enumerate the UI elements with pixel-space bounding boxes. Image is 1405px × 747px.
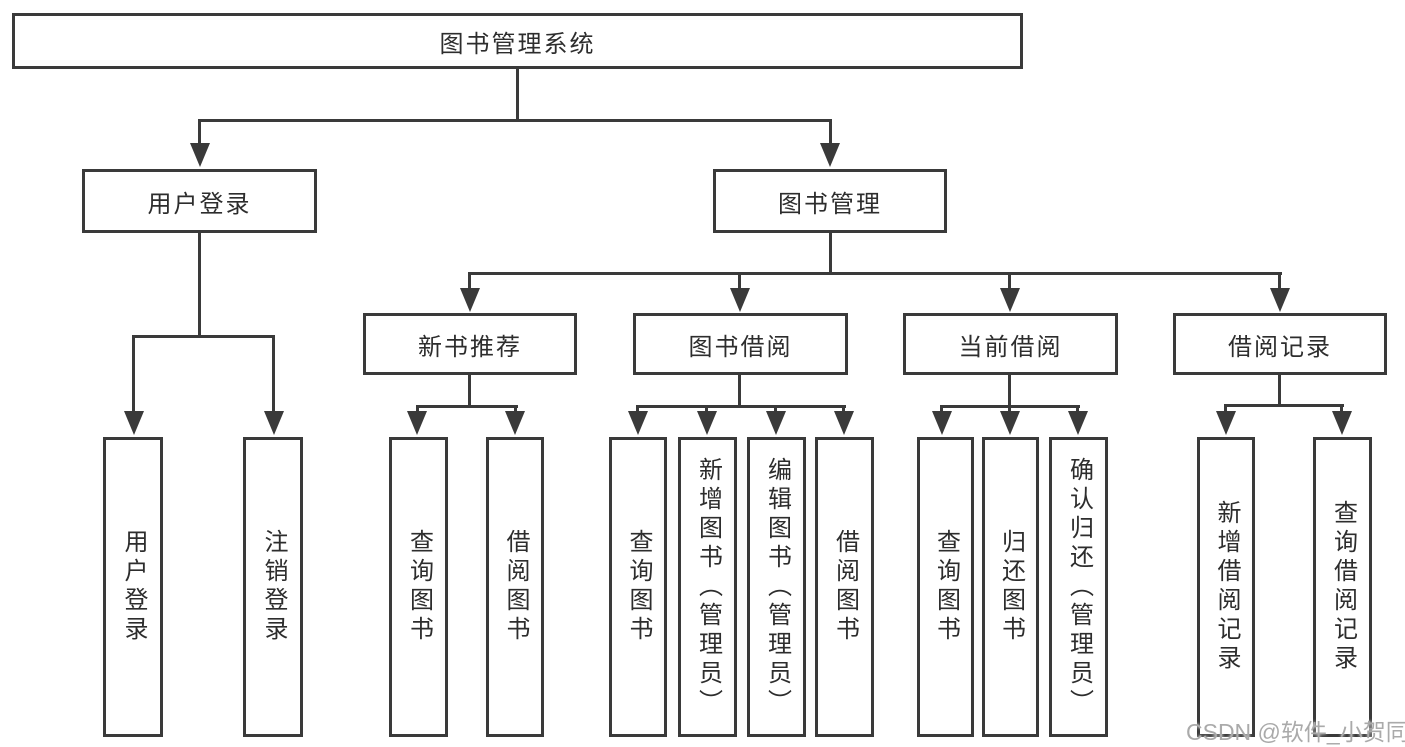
node-library-system-label: 图书管理系统 — [439, 30, 596, 58]
connector-line — [636, 405, 846, 408]
arrowhead-icon — [730, 288, 750, 312]
connector-line — [1008, 272, 1011, 290]
connector-line — [738, 375, 741, 408]
node-library-system: 图书管理系统 — [12, 13, 1023, 69]
connector-line — [1340, 404, 1343, 413]
connector-line — [198, 119, 832, 122]
connector-line — [516, 69, 519, 121]
leaf-borrow-books-label: 借阅图书 — [831, 529, 859, 645]
leaf-user-login-label: 用户登录 — [120, 529, 147, 645]
leaf-add-borrow-record-label: 新增借阅记录 — [1213, 500, 1240, 674]
connector-line — [636, 405, 639, 413]
connector-line — [842, 405, 845, 413]
leaf-edit-books-admin: 编辑图书（管理员） — [747, 437, 806, 737]
arrowhead-icon — [264, 411, 284, 435]
node-borrowing-records-label: 借阅记录 — [1228, 333, 1332, 361]
arrowhead-icon — [1068, 411, 1088, 435]
arrowhead-icon — [1000, 411, 1020, 435]
leaf-confirm-return-admin-label: 确认归还（管理员） — [1065, 456, 1093, 718]
node-new-book-recommendation: 新书推荐 — [363, 313, 577, 375]
arrowhead-icon — [1216, 411, 1236, 435]
leaf-confirm-return-admin: 确认归还（管理员） — [1049, 437, 1108, 737]
watermark: CSDN @软件_小贺同学 — [1186, 719, 1405, 745]
node-book-borrowing: 图书借阅 — [633, 313, 848, 375]
connector-line — [514, 405, 517, 413]
leaf-borrow-books: 借阅图书 — [815, 437, 874, 737]
arrowhead-icon — [1270, 288, 1290, 312]
leaf-query-borrow-record: 查询借阅记录 — [1313, 437, 1372, 737]
leaf-query-books-recommend-label: 查询图书 — [405, 529, 433, 645]
connector-line — [738, 272, 741, 290]
arrowhead-icon — [190, 143, 210, 167]
node-current-borrowing: 当前借阅 — [903, 313, 1118, 375]
node-new-book-recommendation-label: 新书推荐 — [418, 333, 522, 361]
arrowhead-icon — [628, 411, 648, 435]
connector-line — [198, 233, 201, 337]
node-user-login: 用户登录 — [82, 169, 317, 233]
arrowhead-icon — [460, 288, 480, 312]
node-borrowing-records: 借阅记录 — [1173, 313, 1387, 375]
connector-line — [774, 405, 777, 413]
connector-line — [1008, 405, 1011, 413]
connector-line — [198, 119, 201, 145]
node-book-management-label: 图书管理 — [778, 190, 882, 218]
leaf-user-login: 用户登录 — [103, 437, 163, 737]
leaf-add-books-admin-label: 新增图书（管理员） — [694, 456, 722, 718]
leaf-query-books-borrow: 查询图书 — [609, 437, 667, 737]
leaf-query-books-recommend: 查询图书 — [389, 437, 448, 737]
node-current-borrowing-label: 当前借阅 — [958, 333, 1063, 361]
arrowhead-icon — [124, 411, 144, 435]
connector-line — [416, 405, 419, 413]
leaf-borrow-books-recommend-label: 借阅图书 — [502, 529, 529, 645]
node-book-management: 图书管理 — [713, 169, 947, 233]
connector-line — [416, 405, 518, 408]
connector-line — [829, 119, 832, 145]
arrowhead-icon — [834, 411, 854, 435]
node-user-login-label: 用户登录 — [147, 190, 252, 218]
connector-line — [132, 335, 274, 338]
connector-line — [468, 272, 471, 290]
leaf-logout-label: 注销登录 — [260, 529, 287, 645]
arrowhead-icon — [820, 143, 840, 167]
leaf-return-books-label: 归还图书 — [997, 529, 1025, 645]
leaf-edit-books-admin-label: 编辑图书（管理员） — [763, 456, 791, 718]
connector-line — [468, 272, 1282, 275]
connector-line — [1278, 272, 1281, 290]
arrowhead-icon — [697, 411, 717, 435]
leaf-add-books-admin: 新增图书（管理员） — [678, 437, 737, 737]
connector-line — [1278, 375, 1281, 407]
leaf-return-books: 归还图书 — [982, 437, 1039, 737]
arrowhead-icon — [766, 411, 786, 435]
connector-line — [1008, 375, 1011, 408]
connector-line — [468, 375, 471, 408]
arrowhead-icon — [932, 411, 952, 435]
leaf-borrow-books-recommend: 借阅图书 — [486, 437, 544, 737]
connector-line — [705, 405, 708, 413]
connector-line — [1224, 404, 1344, 407]
leaf-query-books-current-label: 查询图书 — [932, 529, 960, 645]
connector-line — [1076, 405, 1079, 413]
connector-line — [1224, 404, 1227, 413]
node-book-borrowing-label: 图书借阅 — [688, 333, 793, 361]
leaf-logout: 注销登录 — [243, 437, 303, 737]
arrowhead-icon — [1000, 288, 1020, 312]
connector-line — [829, 233, 832, 274]
leaf-query-books-current: 查询图书 — [917, 437, 974, 737]
leaf-query-books-borrow-label: 查询图书 — [625, 529, 652, 645]
arrowhead-icon — [505, 411, 525, 435]
leaf-add-borrow-record: 新增借阅记录 — [1197, 437, 1255, 737]
connector-line — [940, 405, 943, 413]
connector-line — [132, 335, 135, 413]
leaf-query-borrow-record-label: 查询借阅记录 — [1329, 500, 1357, 674]
arrowhead-icon — [407, 411, 427, 435]
arrowhead-icon — [1332, 411, 1352, 435]
connector-line — [272, 335, 275, 413]
